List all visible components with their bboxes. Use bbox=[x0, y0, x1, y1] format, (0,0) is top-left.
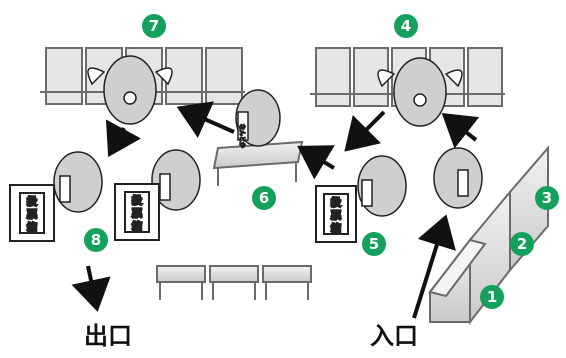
svg-text:7: 7 bbox=[149, 17, 159, 35]
svg-text:8: 8 bbox=[91, 231, 101, 249]
step-marker-7: 7 bbox=[142, 14, 166, 38]
arrow-step5-to-table bbox=[297, 145, 336, 180]
svg-text:4: 4 bbox=[401, 17, 411, 35]
step-marker-4: 4 bbox=[394, 14, 418, 38]
flow-arrows bbox=[71, 101, 480, 319]
tables-bottom bbox=[156, 265, 312, 300]
ballot-box-middle: 投 票 箱 bbox=[114, 183, 160, 241]
svg-text:3: 3 bbox=[542, 189, 552, 207]
ballot-box-right: 投 票 箱 bbox=[315, 185, 357, 243]
step-marker-8: 8 bbox=[84, 228, 108, 252]
mascot-booth-right bbox=[377, 57, 463, 127]
ballot-box-char-3: 箱 bbox=[27, 221, 37, 234]
step-marker-5: 5 bbox=[362, 232, 386, 256]
ballot-box-char-2: 票 bbox=[132, 208, 142, 220]
ballot-box-char-1: 投 bbox=[132, 194, 142, 207]
ballot-box-char-1: 投 bbox=[331, 196, 341, 209]
mascot-walking: なんとか bbox=[235, 89, 281, 149]
mascot-reception bbox=[433, 147, 483, 209]
svg-text:6: 6 bbox=[259, 189, 269, 207]
ballot-box-char-1: 投 bbox=[27, 195, 37, 208]
ballot-box-char-2: 票 bbox=[27, 209, 37, 221]
mascot-step5 bbox=[357, 155, 407, 217]
arrow-table-to-booths-left bbox=[176, 101, 235, 138]
entrance-label: 入口 bbox=[370, 322, 418, 350]
mascot-booth-left bbox=[87, 55, 173, 125]
step-marker-1: 1 bbox=[480, 285, 504, 309]
arrow-reception-to-booths bbox=[441, 113, 480, 149]
ballot-box-char-2: 票 bbox=[331, 210, 341, 222]
svg-text:1: 1 bbox=[487, 288, 497, 306]
ballot-box-char-3: 箱 bbox=[132, 220, 142, 233]
step-marker-2: 2 bbox=[510, 232, 534, 256]
svg-text:5: 5 bbox=[369, 235, 379, 253]
arrow-booths-left-down bbox=[105, 119, 142, 158]
svg-text:2: 2 bbox=[517, 235, 527, 253]
arrow-booths-to-step5 bbox=[344, 110, 386, 152]
arrow-entrance-to-reception bbox=[412, 214, 456, 319]
mascot-exit-left bbox=[53, 151, 103, 213]
ballot-box-char-3: 箱 bbox=[331, 222, 341, 235]
step-marker-6: 6 bbox=[252, 186, 276, 210]
ballot-box-left: 投 票 箱 bbox=[9, 184, 55, 242]
exit-label: 出口 bbox=[84, 322, 132, 350]
table-step6 bbox=[212, 140, 304, 186]
arrow-to-exit bbox=[71, 265, 111, 312]
step-marker-3: 3 bbox=[535, 186, 559, 210]
mascot-badge-text: なんとか bbox=[238, 124, 245, 148]
